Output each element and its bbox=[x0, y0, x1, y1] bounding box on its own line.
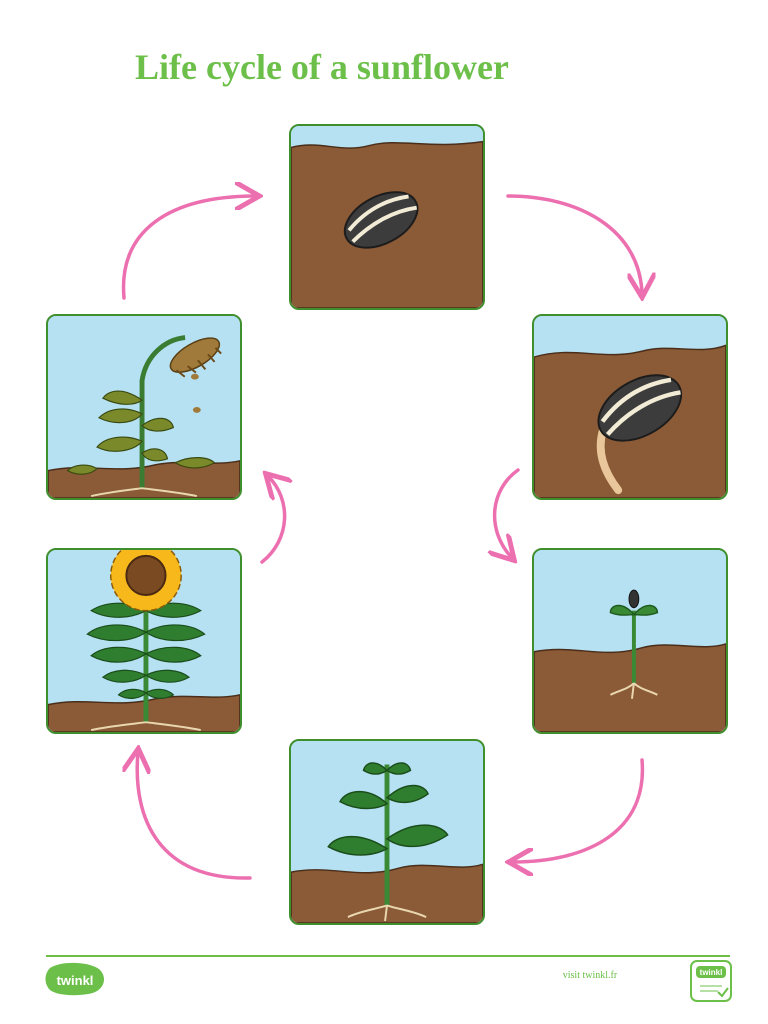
arrow-young-plant-to-flowering bbox=[137, 752, 252, 880]
young-plant-icon bbox=[291, 741, 483, 923]
arrow-wilting-to-seed bbox=[121, 196, 256, 300]
stage-seedling-panel bbox=[532, 548, 728, 734]
quality-badge-icon: twinkl bbox=[690, 960, 732, 1002]
stage-seed-panel bbox=[289, 124, 485, 310]
arrow-germinating-to-seedling bbox=[495, 468, 520, 558]
twinkl-logo-icon[interactable]: twinkl bbox=[44, 962, 106, 998]
stage-wilting-sunflower-panel bbox=[46, 314, 242, 500]
badge-text: twinkl bbox=[700, 968, 723, 977]
arrow-seedling-to-young-plant bbox=[512, 758, 645, 862]
seedling-icon bbox=[534, 550, 726, 732]
wilting-sunflower-icon bbox=[48, 316, 240, 498]
stage-young-plant-panel bbox=[289, 739, 485, 925]
stage-germinating-seed-panel bbox=[532, 314, 728, 500]
logo-text: twinkl bbox=[57, 973, 94, 988]
arrow-flowering-to-wilting bbox=[260, 476, 285, 564]
arrow-seed-to-germinating bbox=[506, 194, 642, 294]
stage-flowering-sunflower-panel bbox=[46, 548, 242, 734]
seed-in-soil-icon bbox=[291, 126, 483, 308]
germinating-seed-icon bbox=[534, 316, 726, 498]
flowering-sunflower-icon bbox=[48, 550, 240, 732]
visit-link[interactable]: visit twinkl.fr bbox=[562, 970, 618, 981]
footer-divider bbox=[46, 955, 730, 957]
page-title: Life cycle of a sunflower bbox=[135, 47, 509, 87]
